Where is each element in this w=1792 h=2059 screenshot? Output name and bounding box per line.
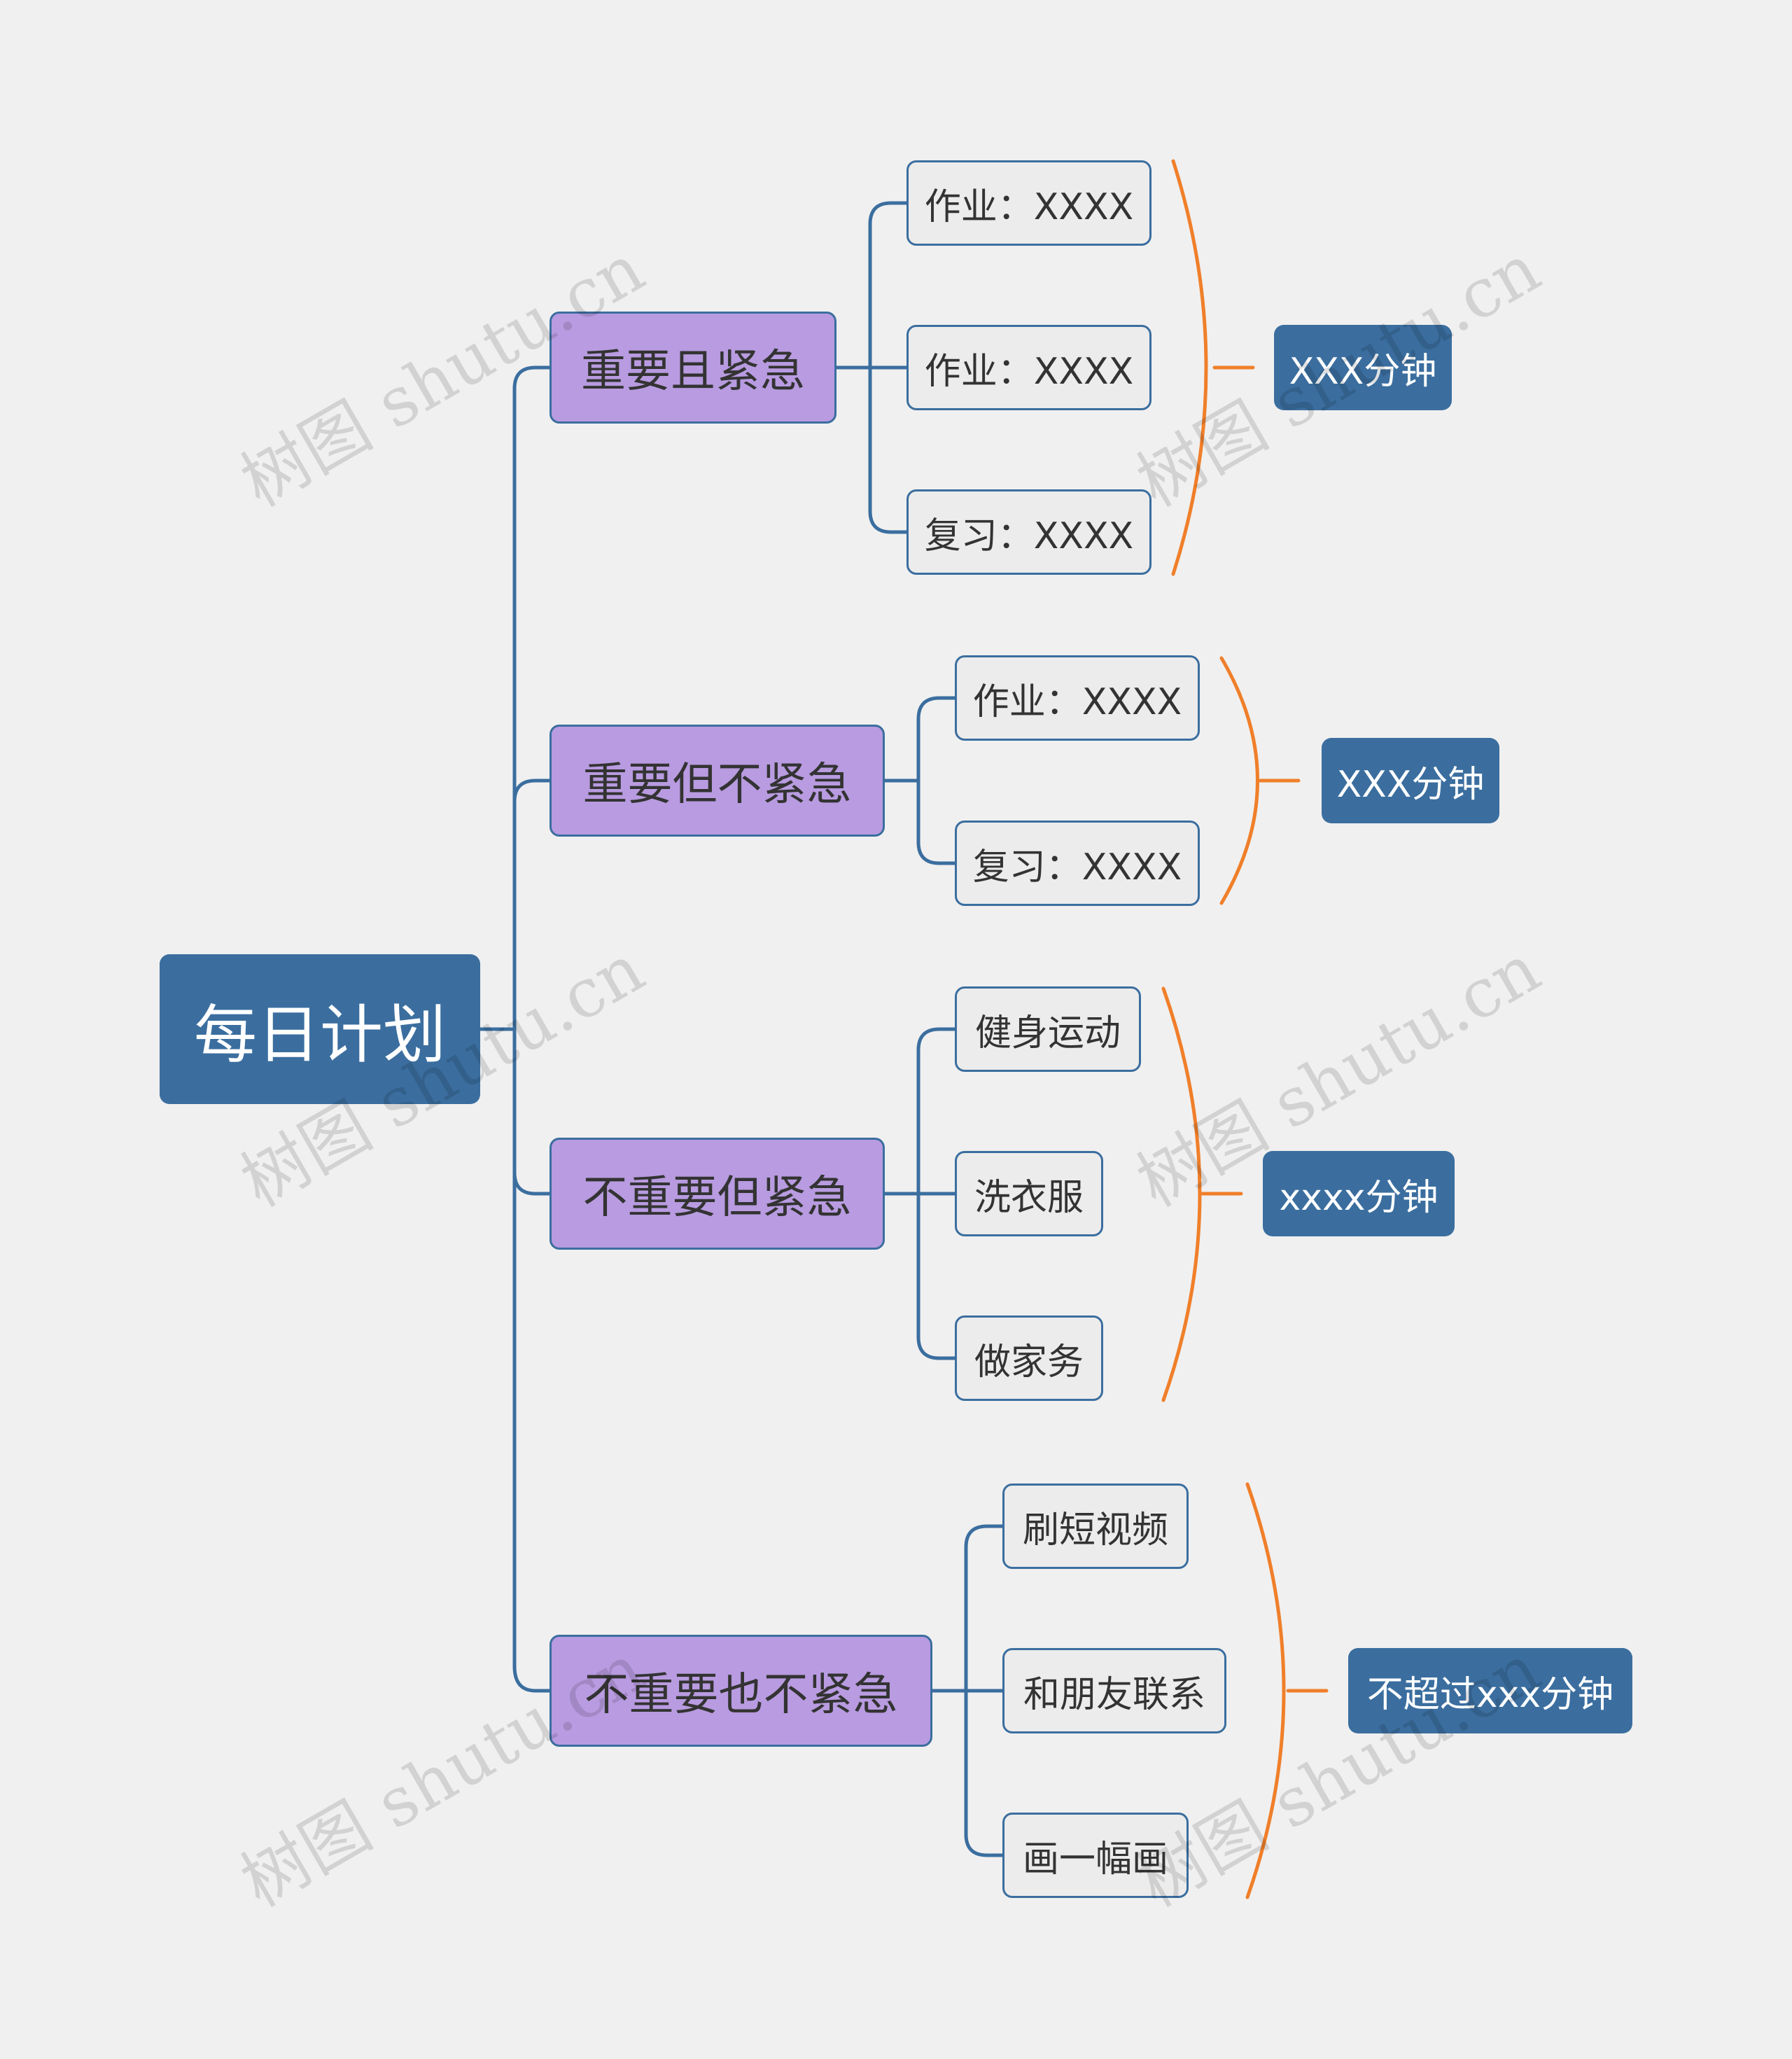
branch-node-important-urgent[interactable]: 重要且紧急	[550, 312, 836, 424]
summary-node[interactable]: 不超过xxx分钟	[1348, 1648, 1632, 1733]
leaf-node[interactable]: 复习：XXXX	[955, 821, 1200, 906]
leaf-node[interactable]: 作业：XXXX	[906, 325, 1152, 410]
branch-1-connector	[512, 779, 552, 804]
bracket-1	[1219, 656, 1301, 905]
branch-0-leaf-connector	[834, 201, 909, 534]
root-node[interactable]: 每日计划	[160, 954, 480, 1104]
leaf-node[interactable]: 和朋友联系	[1002, 1648, 1226, 1733]
summary-node[interactable]: XXX分钟	[1274, 325, 1452, 410]
branch-trunk	[512, 365, 552, 1693]
branch-node-important-not-urgent[interactable]: 重要但不紧急	[550, 725, 885, 837]
leaf-node[interactable]: 做家务	[955, 1315, 1103, 1401]
summary-node[interactable]: xxxx分钟	[1263, 1151, 1455, 1236]
bracket-2	[1161, 986, 1243, 1402]
branch-1-leaf-connector	[883, 696, 957, 865]
leaf-node[interactable]: 画一幅画	[1002, 1813, 1189, 1898]
leaf-node[interactable]: 复习：XXXX	[906, 489, 1152, 575]
branch-2-leaf-connector	[883, 1027, 957, 1360]
leaf-node[interactable]: 作业：XXXX	[906, 160, 1152, 246]
leaf-node[interactable]: 洗衣服	[955, 1151, 1103, 1236]
summary-node[interactable]: XXX分钟	[1322, 738, 1499, 823]
branch-3-leaf-connector	[930, 1524, 1004, 1857]
bracket-3	[1245, 1482, 1329, 1899]
leaf-node[interactable]: 刷短视频	[1002, 1484, 1189, 1569]
branch-node-not-important-not-urgent[interactable]: 不重要也不紧急	[550, 1635, 932, 1747]
leaf-node[interactable]: 健身运动	[955, 986, 1141, 1072]
leaf-node[interactable]: 作业：XXXX	[955, 655, 1200, 741]
bracket-0	[1171, 159, 1255, 576]
branch-2-connector	[512, 1171, 552, 1196]
branch-node-not-important-urgent[interactable]: 不重要但紧急	[550, 1138, 885, 1250]
